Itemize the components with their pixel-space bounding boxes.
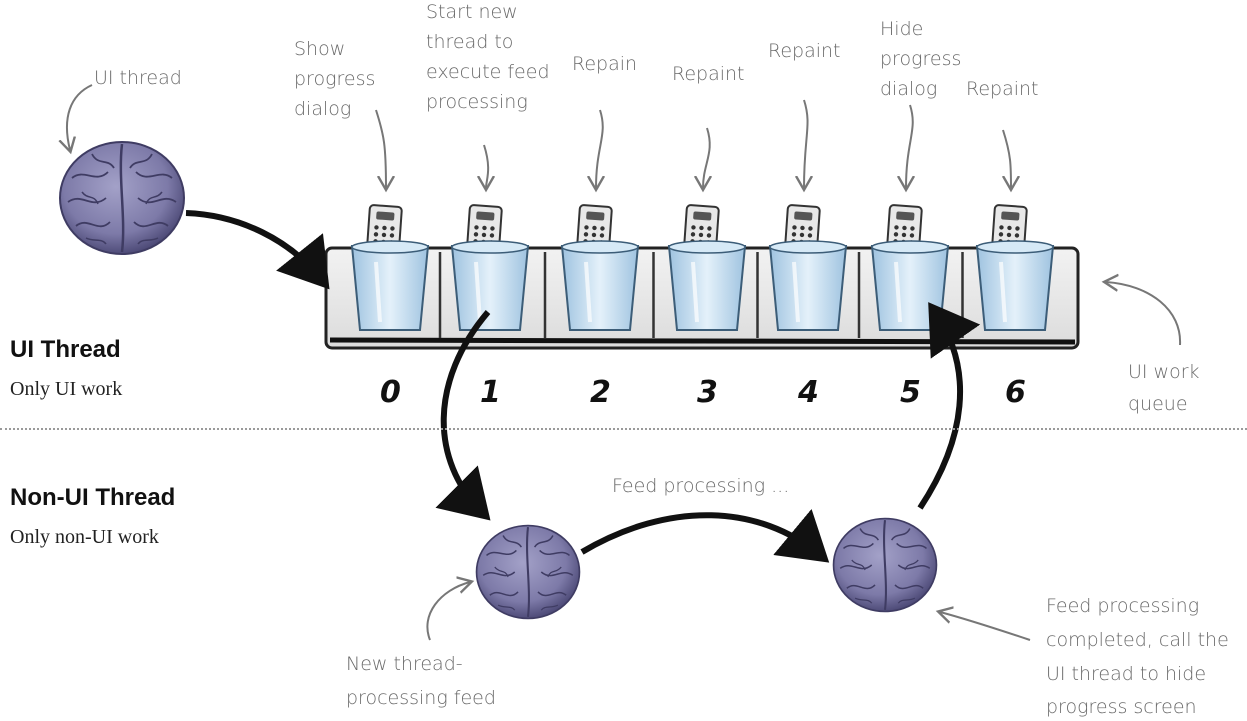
slot-to-new-thread-arrow [435,310,491,521]
processing-arrow [580,508,830,563]
slot-number-2: 2 [590,375,611,410]
slot-annotation-4: Repaint [768,40,841,62]
ui-lane-subtitle: Only UI work [10,378,123,400]
slot-annotation-arrow [1003,129,1011,188]
cup-icon [768,245,848,331]
new-thread-pointer-arrow [426,582,470,641]
completed-label: Feed processing completed, call the UI t… [1046,595,1235,718]
queue-slot-4 [768,204,848,331]
ui-to-queue-arrow [185,210,330,290]
new-thread-brain [475,524,581,620]
queue-slot-2 [560,204,640,331]
cup-icon [975,245,1055,331]
completed-pointer-arrow [940,612,1031,641]
completed-thread-brain [832,517,938,613]
queue-label: UI work queue [1128,361,1206,415]
slot-annotation-arrow [375,109,386,188]
cup-icon [667,245,747,331]
slot-number-0: 0 [380,375,401,410]
ui-thread-brain [58,140,186,256]
slot-annotation-3: Repaint [672,63,745,85]
cup-icon [560,245,640,331]
ui-thread-pointer-arrow [67,84,93,150]
slot-number-5: 5 [900,375,921,410]
cup-icon [450,245,530,331]
queue-slot-5 [870,204,950,331]
slot-annotation-2: Repain [572,53,637,75]
ui-lane-title: UI Thread [10,336,121,363]
slot-annotation-arrow [484,144,488,188]
queue-slot-6 [975,204,1055,331]
slot-annotation-arrow [703,127,710,188]
lane-divider [0,428,1247,430]
queue-slots [350,204,1055,331]
slot-number-3: 3 [697,375,718,410]
slot-number-6: 6 [1005,375,1026,410]
ui-thread-label: UI thread [94,67,182,89]
queue-pointer-arrow [1106,282,1182,346]
slot-number-4: 4 [797,375,819,410]
queue-slot-1 [450,204,530,331]
queue-base-line [329,337,1076,345]
slot-annotation-6: Repaint [966,78,1039,100]
slot-number-1: 1 [480,375,501,410]
new-thread-label: New thread- processing feed [346,653,496,709]
non-ui-lane-title: Non-UI Thread [10,484,176,511]
queue-slot-3 [667,204,747,331]
slot-annotation-arrow [906,104,913,188]
ui-work-queue [324,204,1080,350]
queue-slot-0 [350,204,430,331]
completed-to-slot-arrow [917,302,981,510]
slot-numbers: 0 1 2 3 4 5 6 [380,375,1026,410]
non-ui-lane-subtitle: Only non-UI work [10,526,159,548]
cup-icon [350,245,430,331]
slot-annotation-arrow [804,99,808,188]
slot-annotation-arrow [596,109,603,188]
feed-processing-label: Feed processing ... [612,475,789,497]
